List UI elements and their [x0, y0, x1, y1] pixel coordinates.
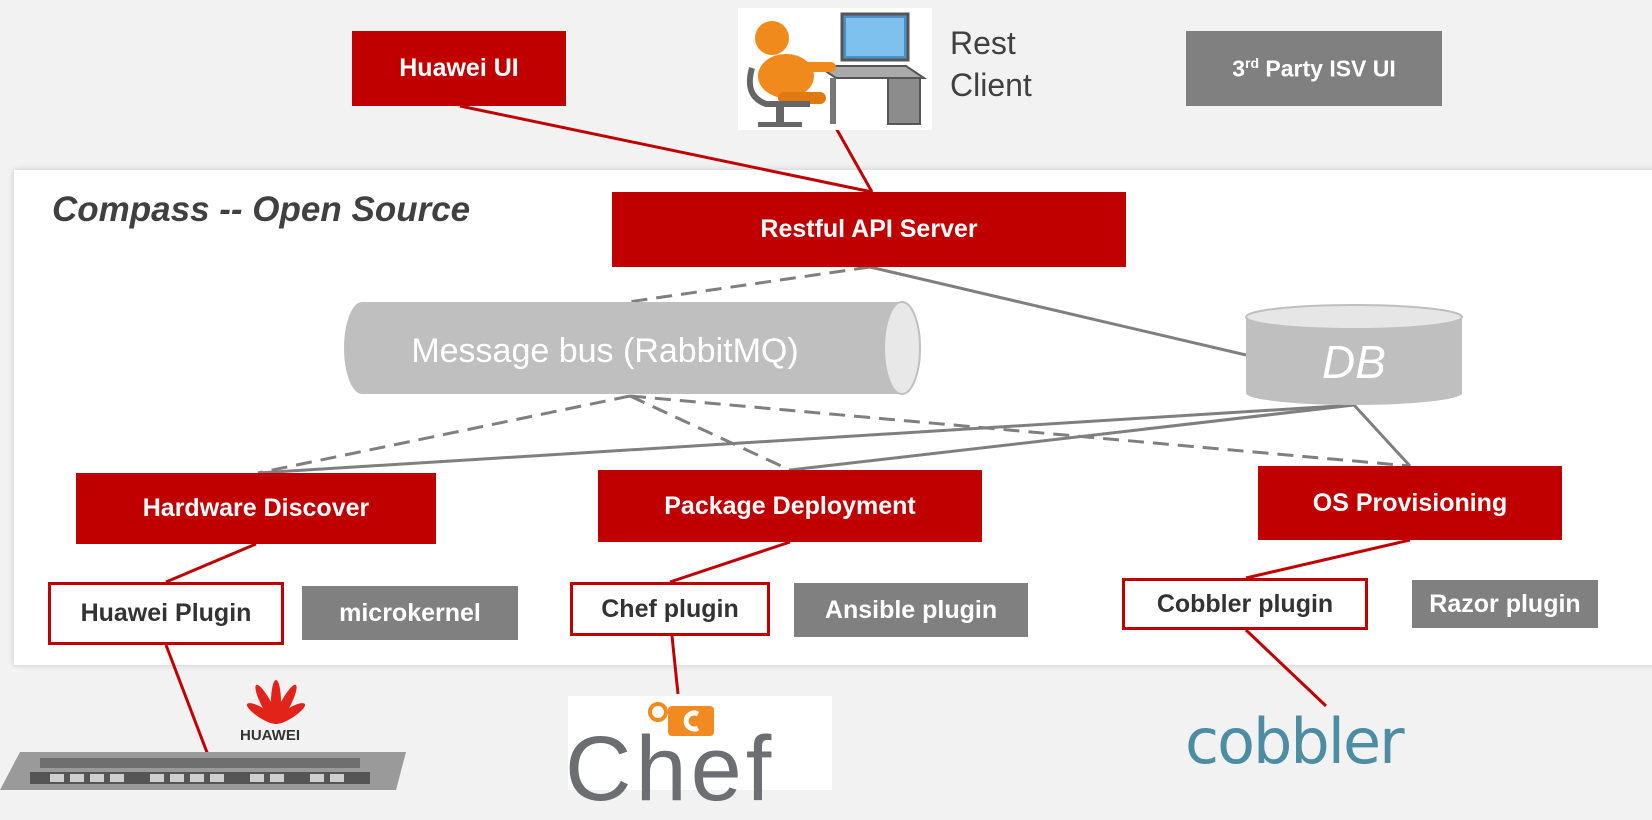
- module-package-deployment: Package Deployment: [598, 470, 982, 542]
- line-huawei-ui-to-api: [459, 104, 873, 194]
- line-db-to-pkg: [789, 403, 1355, 472]
- line-huawei-plugin-to-device: [164, 644, 210, 756]
- rest-client-label: Rest Client: [950, 22, 1032, 106]
- huawei-brand-text: HUAWEI: [240, 727, 300, 744]
- module-hardware-discover: Hardware Discover: [76, 473, 436, 544]
- line-os-to-cobbler-plugin: [1245, 538, 1411, 580]
- plugin-label: Ansible plugin: [824, 595, 998, 624]
- rest-client-icon: [738, 8, 932, 130]
- module-label: OS Provisioning: [1312, 488, 1508, 517]
- line-db-to-hw: [257, 403, 1355, 475]
- plugin-ansible: Ansible plugin: [794, 583, 1028, 637]
- message-bus-cylinder: [344, 301, 921, 395]
- plugin-razor: Razor plugin: [1412, 580, 1598, 628]
- chef-logo: [568, 696, 832, 790]
- isv-ui-label: 3rd Party ISV UI: [1232, 55, 1396, 83]
- plugin-chef: Chef plugin: [570, 582, 770, 636]
- line-chef-plugin-to-logo: [670, 635, 680, 695]
- line-api-to-db: [869, 265, 1247, 357]
- isv-ui-box: 3rd Party ISV UI: [1186, 31, 1442, 106]
- plugin-cobbler: Cobbler plugin: [1122, 578, 1368, 630]
- isv-ui-prefix: 3: [1232, 55, 1245, 82]
- line-rest-client-to-api: [834, 127, 874, 193]
- plugin-label: Cobbler plugin: [1156, 589, 1334, 618]
- panel-title: Compass -- Open Source: [52, 190, 471, 229]
- db-cylinder: [1245, 304, 1463, 405]
- line-bus-to-hw: [257, 394, 631, 475]
- line-api-to-bus: [627, 265, 871, 304]
- db-label: DB: [1322, 336, 1386, 388]
- plugin-label: Razor plugin: [1429, 589, 1581, 618]
- connector-lines: [164, 104, 1463, 756]
- line-bus-to-pkg: [629, 394, 791, 472]
- api-server-box: Restful API Server: [612, 192, 1126, 267]
- chef-logo-text: Chef: [565, 718, 776, 820]
- huawei-ui-label: Huawei UI: [399, 54, 519, 82]
- huawei-switch-icon: [0, 752, 406, 790]
- line-cobbler-plugin-to-logo: [1244, 628, 1328, 708]
- plugin-label: Chef plugin: [601, 594, 739, 623]
- isv-ui-sup: rd: [1245, 54, 1259, 71]
- line-hw-to-huawei-plugin: [165, 542, 257, 584]
- rest-client-line2: Client: [950, 67, 1032, 103]
- plugin-microkernel: microkernel: [302, 586, 518, 640]
- module-os-provisioning: OS Provisioning: [1258, 466, 1562, 540]
- message-bus-label: Message bus (RabbitMQ): [411, 332, 799, 370]
- cobbler-logo-text: cobbler: [1185, 705, 1405, 778]
- plugin-label: Huawei Plugin: [80, 599, 252, 627]
- isv-ui-suffix: Party ISV UI: [1259, 55, 1396, 82]
- module-label: Package Deployment: [664, 491, 916, 520]
- api-server-label: Restful API Server: [760, 215, 978, 243]
- huawei-ui-box: Huawei UI: [352, 31, 566, 106]
- line-db-to-os: [1352, 403, 1412, 468]
- rest-client-line1: Rest: [950, 25, 1016, 61]
- huawei-logo-icon: [238, 676, 314, 728]
- line-bus-to-os: [629, 394, 1411, 468]
- module-label: Hardware Discover: [142, 494, 370, 522]
- plugin-huawei: Huawei Plugin: [48, 582, 284, 645]
- plugin-label: microkernel: [339, 598, 481, 627]
- line-pkg-to-chef-plugin: [669, 540, 791, 584]
